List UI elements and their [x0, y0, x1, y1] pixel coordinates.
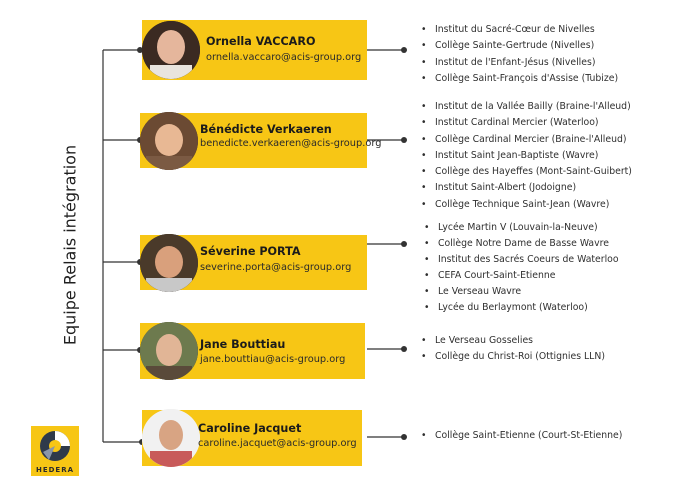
school-item: Collège Cardinal Mercier (Braine-l'Alleu…: [421, 134, 632, 150]
school-item: Collège Saint-Etienne (Court-St-Etienne): [421, 430, 622, 446]
school-item: Institut Cardinal Mercier (Waterloo): [421, 117, 632, 133]
school-item: Institut des Sacrés Coeurs de Waterloo: [424, 254, 619, 270]
member-email[interactable]: benedicte.verkaeren@acis-group.org: [200, 138, 382, 149]
school-item: Collège Technique Saint-Jean (Wavre): [421, 199, 632, 215]
member-photo: [142, 21, 200, 79]
member-name: Ornella VACCARO: [206, 35, 316, 48]
member-photo: [140, 233, 198, 292]
hedera-logo: HEDERA: [31, 426, 79, 476]
school-item: Le Verseau Gosselies: [421, 335, 605, 351]
school-item: Collège du Christ-Roi (Ottignies LLN): [421, 351, 605, 367]
member-photo: [142, 409, 200, 467]
member-name: Jane Bouttiau: [200, 338, 286, 351]
member-card-bouttiau: Jane Bouttiau jane.bouttiau@acis-group.o…: [140, 322, 365, 380]
school-list-porta: Lycée Martin V (Louvain-la-Neuve) Collèg…: [424, 222, 619, 318]
member-name: Séverine PORTA: [200, 245, 301, 258]
school-item: Institut Saint-Albert (Jodoigne): [421, 182, 632, 198]
member-photo: [140, 322, 198, 380]
member-email[interactable]: severine.porta@acis-group.org: [200, 262, 352, 273]
member-card-vaccaro: Ornella VACCARO ornella.vaccaro@acis-gro…: [142, 20, 367, 80]
member-email[interactable]: ornella.vaccaro@acis-group.org: [206, 52, 362, 63]
member-name: Caroline Jacquet: [198, 422, 302, 435]
member-card-verkaeren: Bénédicte Verkaeren benedicte.verkaeren@…: [140, 111, 381, 170]
school-item: Institut de l'Enfant-Jésus (Nivelles): [421, 57, 618, 73]
member-photo: [140, 111, 198, 170]
school-item: Lycée Martin V (Louvain-la-Neuve): [424, 222, 619, 238]
member-card-porta: Séverine PORTA severine.porta@acis-group…: [140, 233, 367, 292]
school-item: Collège Saint-François d'Assise (Tubize): [421, 73, 618, 89]
school-item: Collège Sainte-Gertrude (Nivelles): [421, 40, 618, 56]
school-item: Le Verseau Wavre: [424, 286, 619, 302]
school-item: Institut Saint Jean-Baptiste (Wavre): [421, 150, 632, 166]
school-item: CEFA Court-Saint-Etienne: [424, 270, 619, 286]
school-list-verkaeren: Institut de la Vallée Bailly (Braine-l'A…: [421, 101, 632, 215]
school-item: Lycée du Berlaymont (Waterloo): [424, 302, 619, 318]
member-email[interactable]: jane.bouttiau@acis-group.org: [200, 354, 346, 365]
member-name: Bénédicte Verkaeren: [200, 123, 332, 136]
hedera-logo-icon: [40, 431, 70, 461]
member-email[interactable]: caroline.jacquet@acis-group.org: [198, 438, 357, 449]
logo-text: HEDERA: [35, 466, 75, 474]
school-item: Collège Notre Dame de Basse Wavre: [424, 238, 619, 254]
member-card-jacquet: Caroline Jacquet caroline.jacquet@acis-g…: [142, 409, 362, 467]
school-list-vaccaro: Institut du Sacré-Cœur de Nivelles Collè…: [421, 24, 618, 89]
school-item: Institut du Sacré-Cœur de Nivelles: [421, 24, 618, 40]
school-list-bouttiau: Le Verseau Gosselies Collège du Christ-R…: [421, 335, 605, 367]
school-item: Collège des Hayeffes (Mont-Saint-Guibert…: [421, 166, 632, 182]
school-item: Institut de la Vallée Bailly (Braine-l'A…: [421, 101, 632, 117]
school-list-jacquet: Collège Saint-Etienne (Court-St-Etienne): [421, 430, 622, 446]
